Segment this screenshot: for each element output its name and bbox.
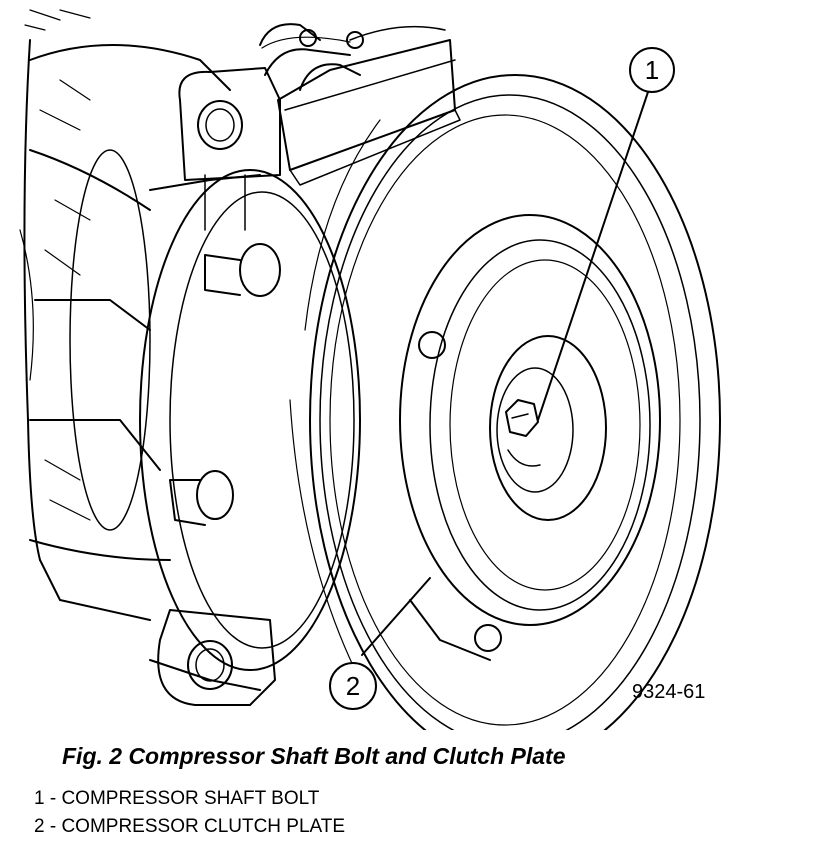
legend-item-clutch-plate: 2 - COMPRESSOR CLUTCH PLATE <box>34 816 346 837</box>
upper-mounting-ear <box>178 67 281 231</box>
callout-1-number: 1 <box>645 55 659 85</box>
callout-2-leader <box>361 577 431 656</box>
legend-item-shaft-bolt: 1 - COMPRESSOR SHAFT BOLT <box>34 788 320 809</box>
figure-reference-number: 9324-61 <box>632 681 705 703</box>
clutch-plate <box>399 214 661 661</box>
clutch-coil-connector <box>259 23 461 186</box>
callout-2: 2 <box>329 662 377 710</box>
compressor-body <box>19 9 231 621</box>
callout-2-number: 2 <box>346 671 360 701</box>
lower-mounting-ear <box>157 609 276 706</box>
callout-1-leader <box>537 91 649 421</box>
clutch-pulley <box>289 74 721 730</box>
compressor-clutch-illustration: 1 2 9324-61 <box>19 9 721 730</box>
flange-bosses <box>169 243 281 526</box>
callout-1: 1 <box>629 47 675 93</box>
compressor-front-flange <box>139 169 361 691</box>
figure-caption: Fig. 2 Compressor Shaft Bolt and Clutch … <box>62 743 566 769</box>
shaft-bolt <box>505 399 541 467</box>
